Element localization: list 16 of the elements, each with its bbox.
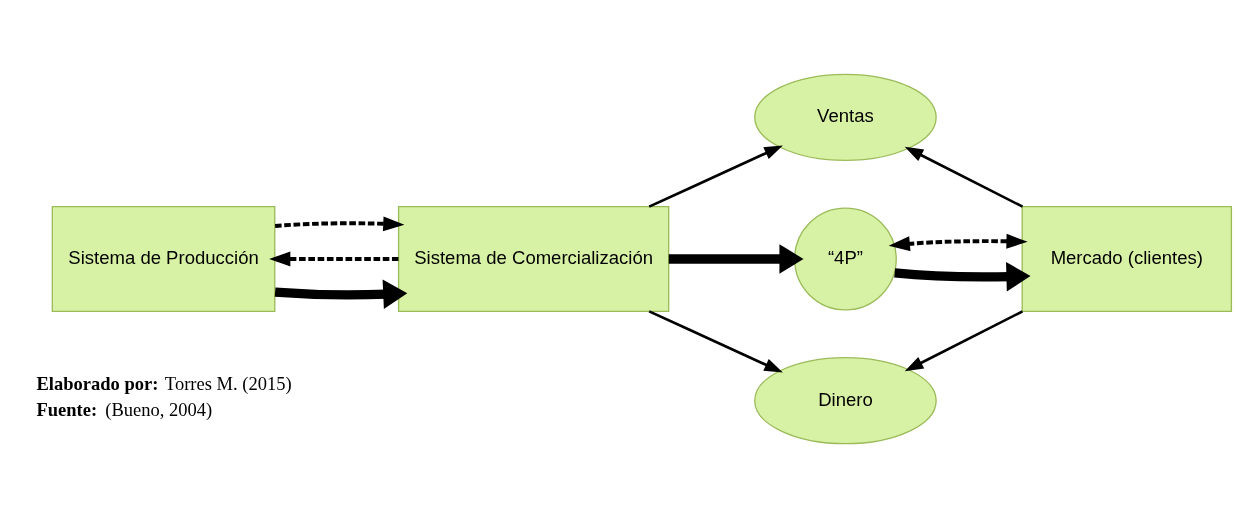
arrow: [888, 233, 1028, 251]
arrow: [894, 261, 1031, 291]
arrow: [904, 309, 1024, 371]
node-box: Sistema de Producción: [51, 205, 276, 312]
arrow: [274, 278, 408, 309]
label: Fuente: (Bueno, 2004): [36, 398, 213, 419]
arrow: [668, 243, 804, 274]
arrow: [274, 215, 405, 231]
arrow: [904, 146, 1024, 208]
node-circle: “4P”: [794, 207, 897, 310]
arrow: [269, 251, 399, 266]
label: Elaborado por: Torres M. (2015): [36, 372, 292, 394]
arrow: [648, 144, 783, 208]
arrow: [648, 309, 783, 373]
node-box: Mercado (clientes): [1021, 205, 1233, 312]
node-box: Sistema de Comercialización: [397, 205, 670, 312]
